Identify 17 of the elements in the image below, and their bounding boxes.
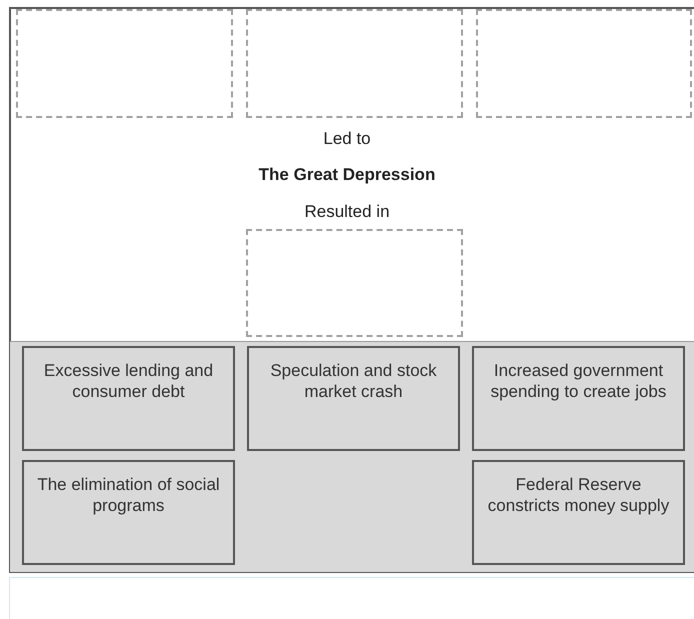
card-text: Increased government spending to create jobs <box>490 360 668 402</box>
central-event-title: The Great Depression <box>258 164 436 186</box>
empty-answer-box <box>16 9 233 118</box>
card-text: Federal Reserve constricts money supply <box>486 474 670 516</box>
card-text: The elimination of social programs <box>36 474 221 516</box>
card-text: Speculation and stock market crash <box>269 360 438 402</box>
card-text: Excessive lending and consumer debt <box>42 360 214 402</box>
empty-answer-box <box>246 229 463 337</box>
answer-card <box>472 346 685 451</box>
empty-answer-box <box>476 9 692 118</box>
answer-card <box>22 460 235 565</box>
empty-answer-box <box>246 9 463 118</box>
connector-phrase: Resulted in <box>304 201 390 223</box>
answer-card <box>247 346 460 451</box>
answer-card <box>472 460 685 565</box>
connector-phrase: Led to <box>323 128 371 150</box>
answer-card <box>22 346 235 451</box>
